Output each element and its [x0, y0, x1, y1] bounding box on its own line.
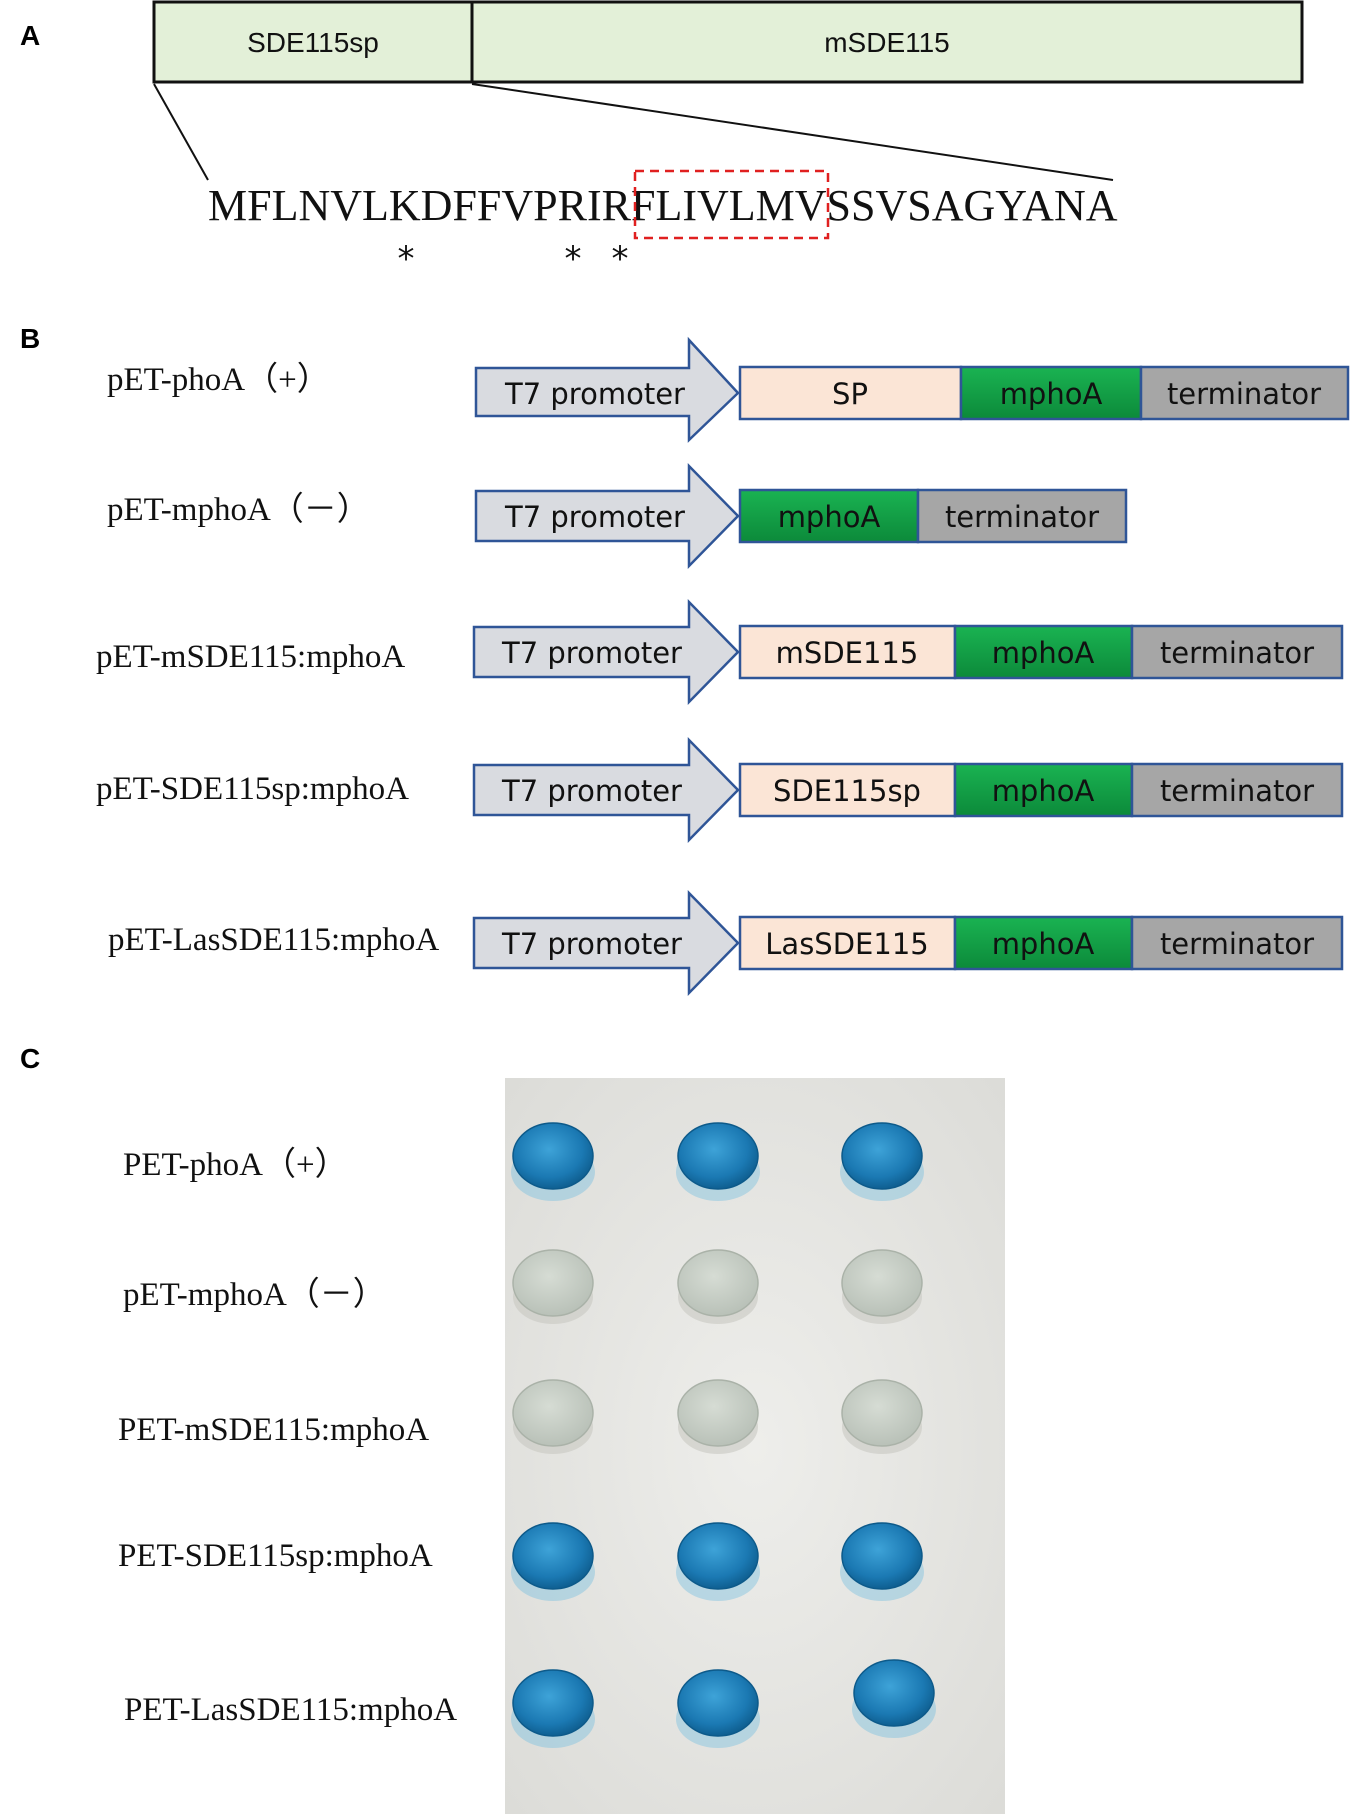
blue-colony	[677, 1669, 759, 1737]
plate-row-label: PET-SDE115sp:mphoA	[118, 1538, 433, 1574]
zoom-line-right	[471, 83, 1114, 181]
construct-row-SDE115sp: pET-SDE115sp:mphoA T7 promoter SDE115sp …	[96, 736, 1344, 844]
blue-colony	[512, 1122, 594, 1190]
terminator-label: terminator	[945, 500, 1099, 534]
construct-name: pET-phoA（+）	[107, 362, 330, 398]
signal-peptide-sequence: MFLNVLKDFFVPRIRFLIVLMVSSVSAGYANA	[208, 181, 1118, 230]
hydrophobic-core-highlight	[633, 169, 830, 240]
plate-row-label: PET-mSDE115:mphoA	[118, 1412, 429, 1448]
t7-promoter-arrow	[474, 462, 740, 570]
terminator-box	[1130, 762, 1344, 818]
construct-row-phoA: pET-phoA（+） T7 promoter SP mphoA termina…	[107, 336, 1350, 443]
charged-residue-asterisk: *	[612, 239, 629, 279]
construct-row-LasSDE115: pET-LasSDE115:mphoA T7 promoter LasSDE11…	[108, 889, 1344, 997]
terminator-label: terminator	[1160, 636, 1314, 670]
terminator-box	[1130, 915, 1344, 971]
promoter-label: T7 promoter	[501, 927, 682, 961]
construct-name: pET-mphoA（－）	[107, 492, 370, 528]
white-colony	[677, 1249, 759, 1317]
panel-a-letter: A	[20, 20, 40, 51]
white-colony	[677, 1379, 759, 1447]
charged-residue-asterisk: *	[565, 239, 582, 279]
mphoA-box	[953, 624, 1134, 680]
blue-colony	[512, 1669, 594, 1737]
insert-label: SP	[832, 377, 868, 411]
signal-peptide-label: SDE115sp	[247, 27, 379, 58]
white-colony	[841, 1379, 923, 1447]
reporter-label: mphoA	[992, 927, 1095, 961]
promoter-label: T7 promoter	[504, 500, 685, 534]
mphoA-box	[953, 762, 1134, 818]
t7-promoter-arrow	[472, 598, 740, 706]
construct-row-mphoA: pET-mphoA（－） T7 promoter mphoA terminato…	[107, 462, 1128, 570]
insert-box	[738, 915, 957, 971]
insert-label: LasSDE115	[765, 927, 928, 961]
reporter-label: mphoA	[992, 774, 1095, 808]
zoom-line-left	[153, 83, 209, 181]
terminator-box	[916, 488, 1128, 544]
construct-name: pET-SDE115sp:mphoA	[96, 771, 409, 807]
construct-name: pET-LasSDE115:mphoA	[108, 922, 439, 958]
panel-b-letter: B	[20, 323, 40, 354]
colonies	[511, 1122, 936, 1748]
mature-protein-label: mSDE115	[824, 27, 950, 58]
t7-promoter-arrow	[474, 336, 740, 443]
reporter-label: mphoA	[778, 500, 881, 534]
blue-colony	[841, 1122, 923, 1190]
reporter-label: mphoA	[992, 636, 1095, 670]
promoter-label: T7 promoter	[501, 636, 682, 670]
construct-row-mSDE115: pET-mSDE115:mphoA T7 promoter mSDE115 mp…	[96, 598, 1344, 706]
insert-label: SDE115sp	[773, 774, 921, 808]
construct-name: pET-mSDE115:mphoA	[96, 639, 405, 675]
signal-sequence-box	[738, 365, 963, 421]
white-colony	[512, 1249, 594, 1317]
signal-peptide-box	[152, 0, 474, 84]
blue-colony	[841, 1522, 923, 1590]
insert-box	[738, 762, 957, 818]
terminator-label: terminator	[1160, 774, 1314, 808]
blue-colony	[677, 1122, 759, 1190]
promoter-label: T7 promoter	[501, 774, 682, 808]
terminator-label: terminator	[1160, 927, 1314, 961]
charged-residue-asterisk: *	[398, 239, 415, 279]
panel-c-letter: C	[20, 1043, 40, 1074]
mphoA-box	[959, 365, 1143, 421]
plate-rows: PET-phoA（+） pET-mphoA（－） PET-mSDE115:mph…	[118, 1147, 457, 1728]
t7-promoter-arrow	[472, 889, 740, 997]
t7-promoter-arrow	[472, 736, 740, 844]
protein-domain-bar: SDE115sp mSDE115	[152, 0, 1304, 84]
insert-label: mSDE115	[776, 636, 919, 670]
plate-row-label: pET-mphoA（－）	[123, 1277, 386, 1313]
terminator-box	[1130, 624, 1344, 680]
mature-protein-box	[470, 0, 1304, 84]
blue-colony	[677, 1522, 759, 1590]
mphoA-box	[738, 488, 920, 544]
white-colony	[841, 1249, 923, 1317]
plate-row-label: PET-LasSDE115:mphoA	[124, 1692, 457, 1728]
blue-colony	[512, 1522, 594, 1590]
terminator-box	[1139, 365, 1350, 421]
promoter-label: T7 promoter	[504, 377, 685, 411]
sequence-part-hydrophobic: FLIVLMV	[631, 181, 827, 230]
reporter-label: mphoA	[1000, 377, 1103, 411]
blue-colony	[853, 1659, 935, 1727]
plate-row-label: PET-phoA（+）	[123, 1147, 348, 1183]
terminator-label: terminator	[1167, 377, 1321, 411]
sequence-part-3: SSVSAGYANA	[827, 181, 1118, 230]
sequence-part-1: MFLNVLKDFFVPRIR	[208, 181, 632, 230]
white-colony	[512, 1379, 594, 1447]
